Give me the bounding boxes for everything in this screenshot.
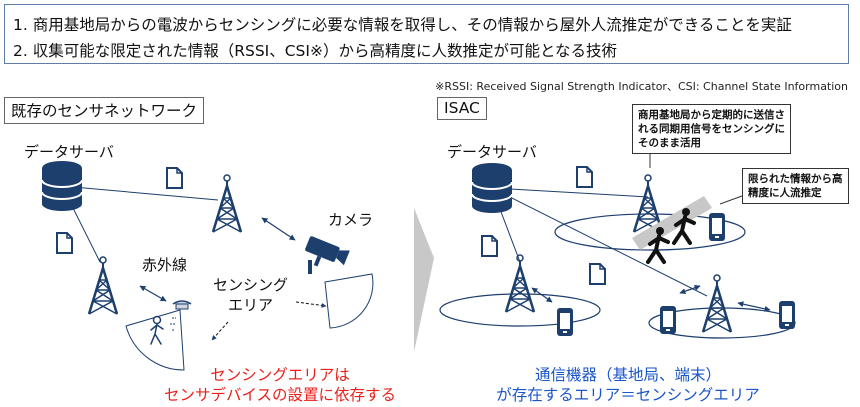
document-icon <box>481 235 498 257</box>
camera-label: カメラ <box>328 211 374 229</box>
person-icon <box>150 315 164 345</box>
database-icon <box>41 160 83 212</box>
infrared-sensor-icon <box>172 300 192 310</box>
left-panel-graphics <box>41 160 374 371</box>
document-icon <box>589 263 606 285</box>
callout-sync-signal: 商用基地局から定期的に送信さ れる同期用信号をセンシングに そのまま活用 <box>632 104 791 154</box>
right-server-label: データサーバ <box>447 143 537 161</box>
footnote: ※RSSI: Received Signal Strength Indicato… <box>435 80 848 93</box>
antenna-tower-icon <box>211 173 243 234</box>
left-caption-line-1: センシングエリアは <box>210 366 350 384</box>
smartphone-icon <box>709 213 725 241</box>
antenna-tower-icon <box>701 273 733 334</box>
right-panel-title: ISAC <box>437 97 487 120</box>
callout-people-flow-line-2: 精度に人流推定 <box>748 187 822 199</box>
database-icon <box>471 162 513 214</box>
left-server-label: データサーバ <box>24 143 114 161</box>
callout-people-flow-line-1: 限られた情報から高 <box>748 173 843 185</box>
document-icon <box>56 232 73 254</box>
sensing-area-line-1: センシング <box>213 276 289 294</box>
callout-sync-signal-line-2: れる同期用信号をセンシングに <box>638 123 785 135</box>
document-icon <box>166 167 183 189</box>
right-caption: 通信機器（基地局、端末） が存在するエリア＝センシングエリア <box>478 365 778 405</box>
camera-icon <box>305 236 350 267</box>
callout-people-flow: 限られた情報から高 精度に人流推定 <box>742 168 849 204</box>
smartphone-icon <box>660 306 676 334</box>
sensing-area-line-2: エリア <box>228 296 274 314</box>
left-panel-title: 既存のセンサネットワーク <box>4 97 205 124</box>
transition-arrow <box>414 208 434 352</box>
antenna-tower-icon <box>504 253 536 314</box>
callout-sync-signal-line-3: そのまま活用 <box>638 137 701 149</box>
sensing-area-label: センシング エリア <box>213 275 288 315</box>
summary-line-1: 1. 商用基地局からの電波からセンシングに必要な情報を取得し、その情報から屋外人… <box>13 16 792 34</box>
smartphone-icon <box>779 301 795 329</box>
infrared-label: 赤外線 <box>142 256 188 274</box>
summary-box: 1. 商用基地局からの電波からセンシングに必要な情報を取得し、その情報から屋外人… <box>4 4 849 64</box>
summary-line-2: 2. 収集可能な限定された情報（RSSI、CSI※）から高精度に人数推定が可能と… <box>13 42 617 60</box>
right-caption-line-2: が存在するエリア＝センシングエリア <box>496 386 760 404</box>
left-caption-line-2: センサデバイスの設置に依存する <box>163 386 397 404</box>
antenna-tower-icon <box>87 255 119 316</box>
right-panel-graphics <box>439 154 796 339</box>
left-caption: センシングエリアは センサデバイスの設置に依存する <box>140 365 420 405</box>
callout-sync-signal-line-1: 商用基地局から定期的に送信さ <box>638 109 785 121</box>
smartphone-icon <box>557 308 573 336</box>
document-icon <box>576 166 593 188</box>
right-caption-line-1: 通信機器（基地局、端末） <box>534 366 721 384</box>
